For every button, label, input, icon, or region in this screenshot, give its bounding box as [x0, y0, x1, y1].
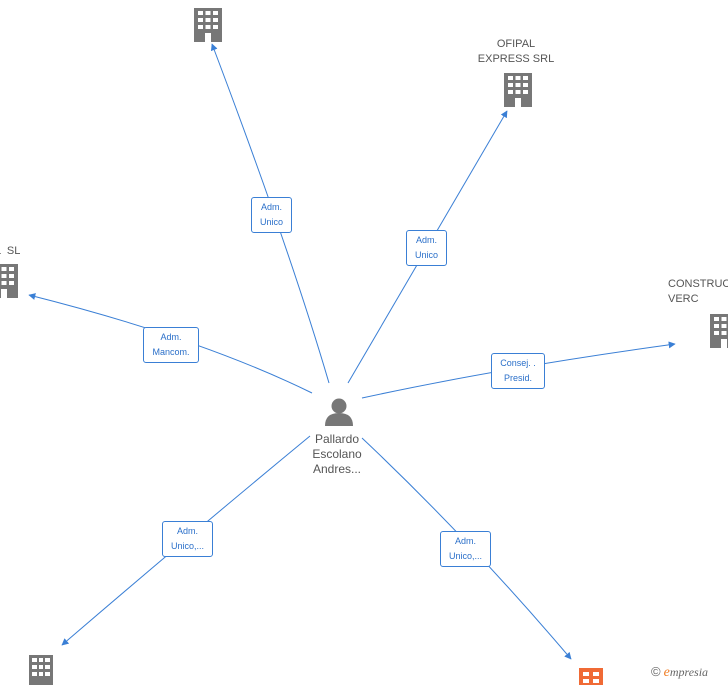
building-icon-left[interactable] [0, 264, 18, 298]
edge-label-top: Adm. Unico [251, 197, 292, 233]
person-icon[interactable] [325, 398, 353, 427]
building-icon-ofipal[interactable] [504, 73, 532, 107]
edge-label-right: Consej. . Presid. [491, 353, 545, 389]
brand-name: mpresia [669, 665, 709, 679]
copyright-symbol: © [651, 664, 661, 679]
person-label[interactable]: Pallardo Escolano Andres... [312, 432, 362, 476]
edge-label-left: Adm. Mancom. [143, 327, 199, 363]
company-label-ofipal[interactable]: OFIPAL EXPRESS SRL [477, 38, 555, 65]
company-label-left[interactable]: IL SL [0, 245, 21, 257]
edge-label-bottom-left: Adm. Unico,... [162, 521, 213, 557]
edge-label-ofipal: Adm. Unico [406, 230, 447, 266]
building-icon-bottom-right[interactable] [579, 668, 603, 685]
empresia-watermark: ©empresia [651, 664, 708, 681]
building-icon-bottom-left[interactable] [29, 655, 53, 685]
brand-initial: e [663, 665, 670, 680]
edge-label-bottom-right: Adm. Unico,... [440, 531, 491, 567]
building-icon-right[interactable] [710, 314, 728, 348]
building-icon-top[interactable] [194, 8, 222, 42]
company-label-right[interactable]: CONSTRUC VERC [668, 278, 728, 305]
